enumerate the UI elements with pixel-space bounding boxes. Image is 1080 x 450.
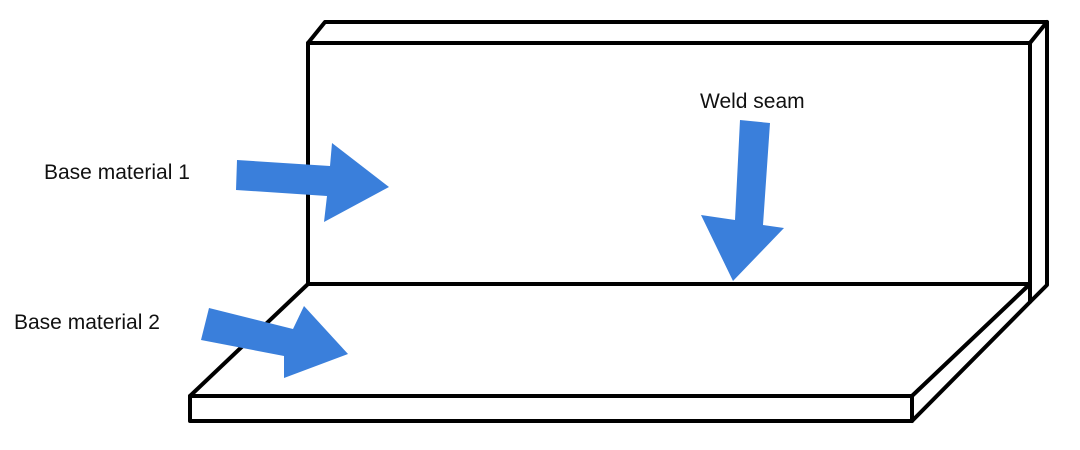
vertical-plate-front-face: [306, 41, 1032, 286]
vertical-plate-top-face: [306, 20, 1049, 45]
horizontal-plate-front-face: [188, 394, 914, 423]
weld-seam-label: Weld seam: [700, 90, 805, 113]
horizontal-plate: [188, 282, 1032, 423]
vertical-plate-side-face: [1028, 20, 1049, 304]
base-material-2-arrow: [201, 306, 348, 378]
vertical-plate: [306, 20, 1049, 304]
base-material-1-label: Base material 1: [44, 161, 190, 184]
base-material-2-label: Base material 2: [14, 311, 160, 334]
weld-seam-arrow: [701, 120, 784, 281]
base-material-1-arrow: [236, 143, 389, 222]
